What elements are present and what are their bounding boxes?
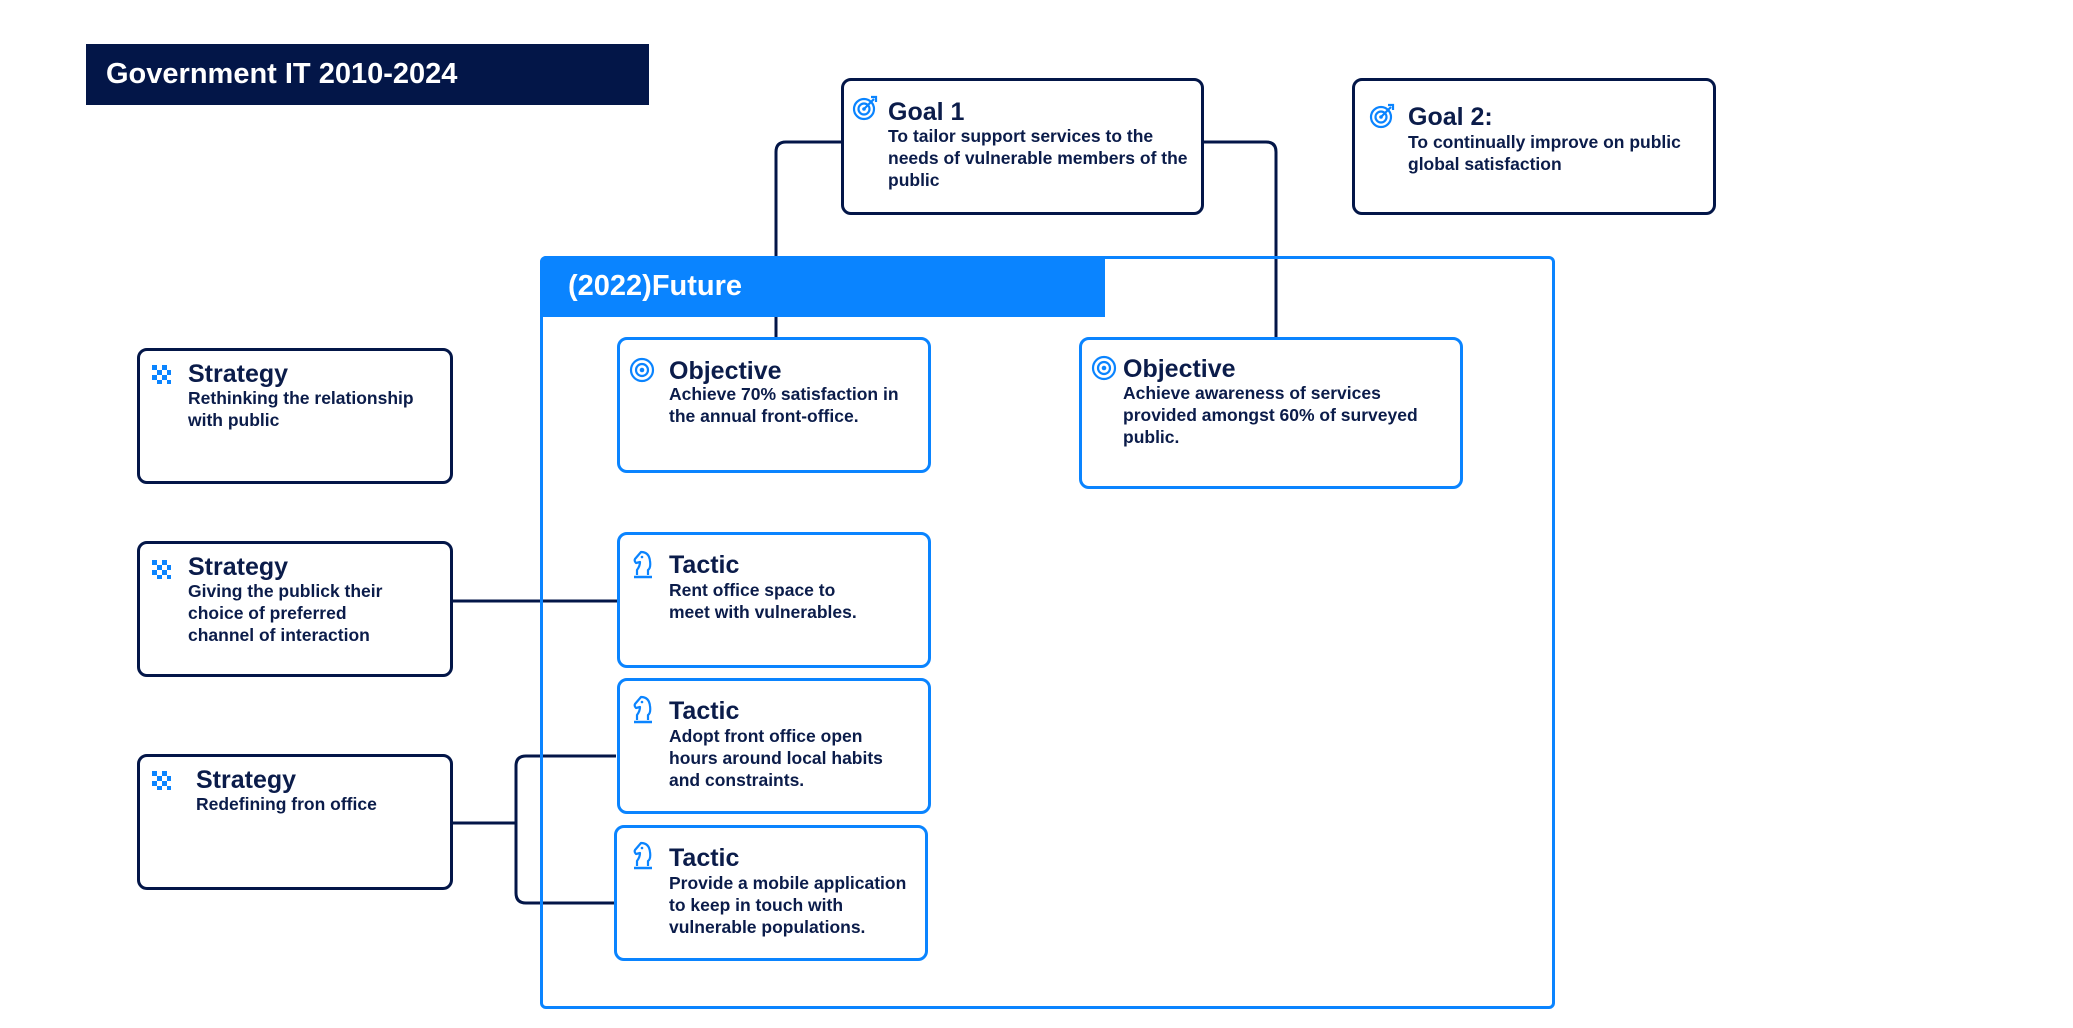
target-arrow-icon: [852, 95, 878, 121]
goal-heading: Goal 2:: [1408, 103, 1493, 131]
strategy-heading: Strategy: [196, 766, 297, 794]
tactic-text: Provide a mobile application to keep in …: [669, 873, 907, 937]
goal-card-1[interactable]: Goal 1 To tailor support services to the…: [841, 78, 1204, 215]
diagram-title-bar: Government IT 2010-2024: [86, 44, 649, 105]
tactic-text: Adopt front office open hours around loc…: [669, 726, 883, 790]
objective-card-2[interactable]: Objective Achieve awareness of services …: [1079, 337, 1463, 489]
tactic-card-3[interactable]: Tactic Provide a mobile application to k…: [614, 825, 928, 961]
bullseye-icon: [1091, 355, 1117, 381]
goal-text: To tailor support services to the needs …: [888, 126, 1188, 190]
tactic-card-1[interactable]: Tactic Rent office space to meet with vu…: [617, 532, 931, 668]
objective-heading: Objective: [669, 357, 782, 385]
strategy-card-2[interactable]: Strategy Giving the publick their choice…: [137, 541, 453, 677]
tactic-card-2[interactable]: Tactic Adopt front office open hours aro…: [617, 678, 931, 814]
strategy-card-3[interactable]: Strategy Redefining fron office: [137, 754, 453, 890]
objective-heading: Objective: [1123, 355, 1236, 383]
bullseye-icon: [629, 357, 655, 383]
chess-knight-icon: [631, 840, 655, 870]
diagram-title: Government IT 2010-2024: [106, 58, 458, 90]
objective-card-1[interactable]: Objective Achieve 70% satisfaction in th…: [617, 337, 931, 473]
goal-heading: Goal 1: [888, 98, 965, 126]
tactic-heading: Tactic: [669, 551, 740, 579]
future-frame-label: (2022)Future: [568, 270, 743, 302]
tactic-text: Rent office space to meet with vulnerabl…: [669, 580, 857, 622]
target-arrow-icon: [1369, 103, 1395, 129]
goal-text: To continually improve on public global …: [1408, 132, 1681, 174]
checkered-flag-icon: [150, 363, 172, 385]
strategy-text: Redefining fron office: [196, 794, 377, 814]
chess-knight-icon: [631, 549, 655, 579]
strategy-text: Rethinking the relationship with public: [188, 388, 414, 430]
strategy-heading: Strategy: [188, 553, 289, 581]
strategy-heading: Strategy: [188, 360, 289, 388]
goal-card-2[interactable]: Goal 2: To continually improve on public…: [1352, 78, 1716, 215]
objective-text: Achieve awareness of services provided a…: [1123, 383, 1418, 447]
checkered-flag-icon: [150, 558, 172, 580]
tactic-heading: Tactic: [669, 844, 740, 872]
strategy-card-1[interactable]: Strategy Rethinking the relationship wit…: [137, 348, 453, 484]
objective-text: Achieve 70% satisfaction in the annual f…: [669, 384, 899, 426]
chess-knight-icon: [631, 694, 655, 724]
future-frame-header: (2022)Future: [540, 256, 1105, 317]
strategy-text: Giving the publick their choice of prefe…: [188, 581, 383, 645]
tactic-heading: Tactic: [669, 697, 740, 725]
checkered-flag-icon: [150, 769, 172, 791]
